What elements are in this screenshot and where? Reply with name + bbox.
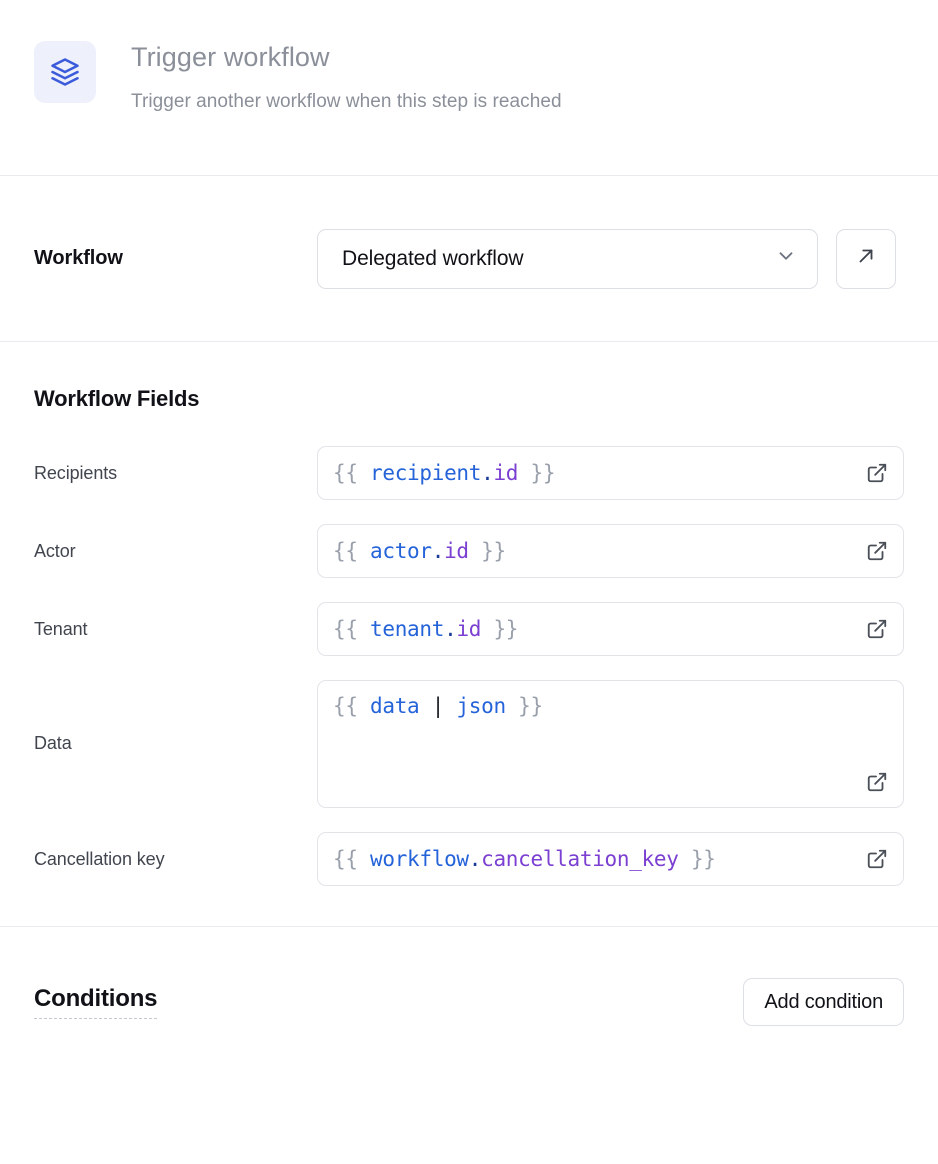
header-text-block: Trigger workflow Trigger another workflo…	[131, 36, 562, 116]
conditions-section: Conditions Add condition	[0, 927, 938, 1077]
field-label-data: Data	[34, 733, 72, 753]
tenant-input[interactable]: {{ tenant.id }}	[317, 602, 904, 656]
external-link-icon[interactable]	[866, 540, 888, 562]
divider-conditions	[0, 926, 938, 927]
data-textarea[interactable]: {{ data | json }}	[317, 680, 904, 808]
actor-input[interactable]: {{ actor.id }}	[317, 524, 904, 578]
divider-workflow	[0, 341, 938, 342]
cancellation-key-input[interactable]: {{ workflow.cancellation_key }}	[317, 832, 904, 886]
external-link-icon[interactable]	[866, 848, 888, 870]
workflow-select-group: Delegated workflow	[317, 228, 896, 289]
field-row: Actor {{ actor.id }}	[34, 524, 904, 578]
field-row: Cancellation key {{ workflow.cancellatio…	[34, 832, 904, 886]
open-workflow-button[interactable]	[836, 228, 896, 289]
tenant-value: {{ tenant.id }}	[333, 617, 519, 641]
recipients-value: {{ recipient.id }}	[333, 461, 556, 485]
field-row: Recipients {{ recipient.id }}	[34, 446, 904, 500]
page-title: Trigger workflow	[131, 42, 330, 72]
arrow-up-right-icon	[855, 245, 877, 272]
workflow-label: Workflow	[34, 247, 123, 269]
external-link-icon[interactable]	[866, 771, 888, 793]
field-label-cancellation-key: Cancellation key	[34, 849, 165, 869]
divider-header	[0, 175, 938, 176]
workflow-fields-title: Workflow Fields	[34, 386, 200, 411]
cancellation-key-value: {{ workflow.cancellation_key }}	[333, 847, 716, 871]
workflow-select[interactable]: Delegated workflow	[317, 228, 818, 289]
conditions-title: Conditions	[34, 985, 158, 1019]
field-label-recipients: Recipients	[34, 463, 118, 483]
field-label-actor: Actor	[34, 541, 76, 561]
workflow-section: Workflow Delegated workflow	[0, 176, 938, 341]
recipients-input[interactable]: {{ recipient.id }}	[317, 446, 904, 500]
actor-value: {{ actor.id }}	[333, 539, 506, 563]
workflow-select-value: Delegated workflow	[342, 246, 524, 270]
chevron-down-icon	[775, 245, 797, 272]
workflow-fields-section: Workflow Fields Recipients {{ recipient.…	[0, 342, 938, 926]
field-row: Data {{ data | json }}	[34, 680, 904, 808]
external-link-icon[interactable]	[866, 618, 888, 640]
layers-icon	[34, 41, 96, 103]
data-value: {{ data | json }}	[333, 694, 543, 718]
field-row: Tenant {{ tenant.id }}	[34, 602, 904, 656]
add-condition-button[interactable]: Add condition	[743, 978, 904, 1026]
external-link-icon[interactable]	[866, 462, 888, 484]
page-subtitle: Trigger another workflow when this step …	[131, 91, 562, 112]
panel-header: Trigger workflow Trigger another workflo…	[0, 0, 938, 175]
field-label-tenant: Tenant	[34, 619, 88, 639]
